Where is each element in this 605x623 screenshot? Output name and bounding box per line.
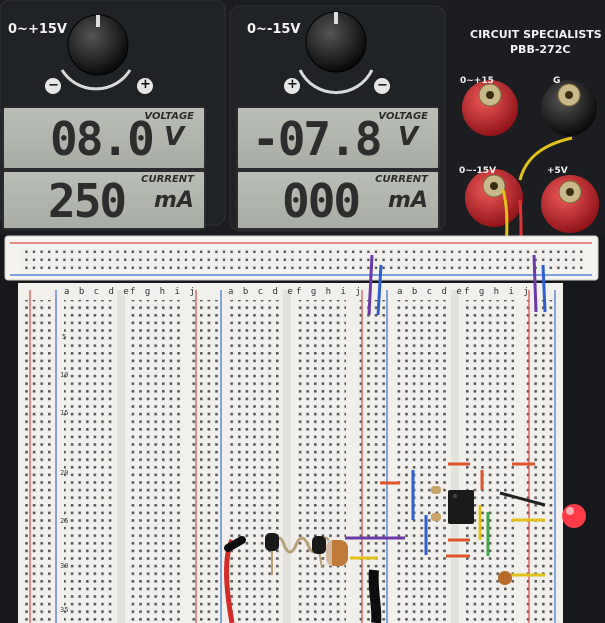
brand-name: CIRCUIT SPECIALISTS: [470, 28, 602, 41]
right-knob-marker: [334, 12, 338, 24]
purple-jumper-right: [532, 254, 538, 313]
cable-end-black: [224, 536, 246, 552]
left-current-display: CURRENT 250 mA: [2, 170, 206, 230]
blue-jumper-top: [376, 264, 383, 316]
left-voltage-value: 08.0: [50, 112, 155, 166]
terminal-bottom-left[interactable]: [465, 169, 523, 227]
purple-jumper-top: [367, 254, 374, 316]
right-current-tag: CURRENT: [375, 174, 428, 185]
terminal-block-1b: [128, 300, 180, 623]
ic-chip: [448, 490, 474, 524]
left-plus-icon: +: [140, 77, 151, 92]
right-range-label: 0~-15V: [247, 22, 301, 37]
right-current-unit: mA: [388, 188, 428, 213]
terminal-top-right[interactable]: [541, 80, 597, 136]
right-voltage-tag: VOLTAGE: [378, 111, 428, 122]
row-num-35: 35: [60, 606, 69, 614]
red-led: [562, 504, 586, 528]
resistor-2: [431, 513, 441, 521]
right-voltage-unit: V: [398, 122, 419, 152]
terminal-top-right-label: G: [553, 76, 561, 86]
yellow-ground-wire: [518, 136, 573, 181]
terminal-block-3a: [396, 300, 448, 623]
row-num-10: 10: [60, 371, 69, 379]
left-current-unit: mA: [154, 188, 194, 213]
left-voltage-unit: V: [164, 122, 185, 152]
cols-right-1: f g h i j: [130, 287, 197, 297]
terminal-top-left-label: 0~+15: [460, 76, 494, 86]
terminal-block-1a: [64, 300, 114, 623]
rail-strip-2: [192, 300, 222, 623]
right-plus-icon: +: [287, 77, 298, 92]
blue-jumper-right: [541, 264, 547, 313]
left-current-tag: CURRENT: [141, 174, 194, 185]
terminal-top-left[interactable]: [462, 80, 518, 136]
brand-model: PBB-272C: [510, 43, 571, 56]
terminal-bottom-right-label: +5V: [547, 166, 568, 176]
left-voltage-display: VOLTAGE 08.0 V: [2, 106, 206, 170]
inductor-coil: [265, 533, 332, 575]
terminal-bottom-left-label: 0~-15V: [459, 166, 497, 176]
cols-left-2: a b c d e: [228, 287, 295, 297]
resistor-1: [431, 486, 441, 494]
terminal-block-2b: [294, 300, 346, 623]
left-knob-marker: [96, 15, 100, 27]
rail-strip-3: [358, 300, 388, 623]
row-num-25: 25: [60, 517, 69, 525]
rail-strip-4: [525, 300, 555, 623]
left-current-value: 250: [48, 174, 127, 228]
cols-right-3: f g h i j: [464, 287, 531, 297]
left-minus-badge: [45, 78, 61, 94]
black-cable: [368, 569, 382, 623]
diode: [499, 491, 546, 507]
right-voltage-display: VOLTAGE -07.8 V: [236, 106, 440, 170]
left-range-label: 0~+15V: [8, 22, 67, 37]
right-current-value: 000: [282, 174, 361, 228]
row-num-30: 30: [60, 562, 69, 570]
left-plus-badge: [137, 78, 153, 94]
right-voltage-value: -07.8: [252, 112, 382, 166]
row-num-20: 20: [60, 469, 69, 477]
cols-left-3: a b c d e: [397, 287, 464, 297]
right-minus-badge: [374, 78, 390, 94]
right-dial-arc: [298, 69, 374, 94]
terminal-block-3b: [462, 300, 514, 623]
ceramic-capacitor: [498, 571, 512, 585]
terminal-bottom-right[interactable]: [541, 175, 599, 233]
row-num-15: 15: [60, 409, 69, 417]
right-plus-badge: [284, 78, 300, 94]
left-minus-icon: −: [48, 78, 59, 93]
rail-strip-1: [22, 300, 56, 623]
row-num-5: 5: [62, 333, 67, 341]
right-current-display: CURRENT 000 mA: [236, 170, 440, 230]
left-voltage-tag: VOLTAGE: [144, 111, 194, 122]
left-dial-arc: [60, 69, 132, 91]
right-minus-icon: −: [377, 78, 388, 93]
cols-right-2: f g h i j: [296, 287, 363, 297]
cols-left-1: a b c d e: [64, 287, 131, 297]
top-rail-holes: [20, 248, 585, 270]
